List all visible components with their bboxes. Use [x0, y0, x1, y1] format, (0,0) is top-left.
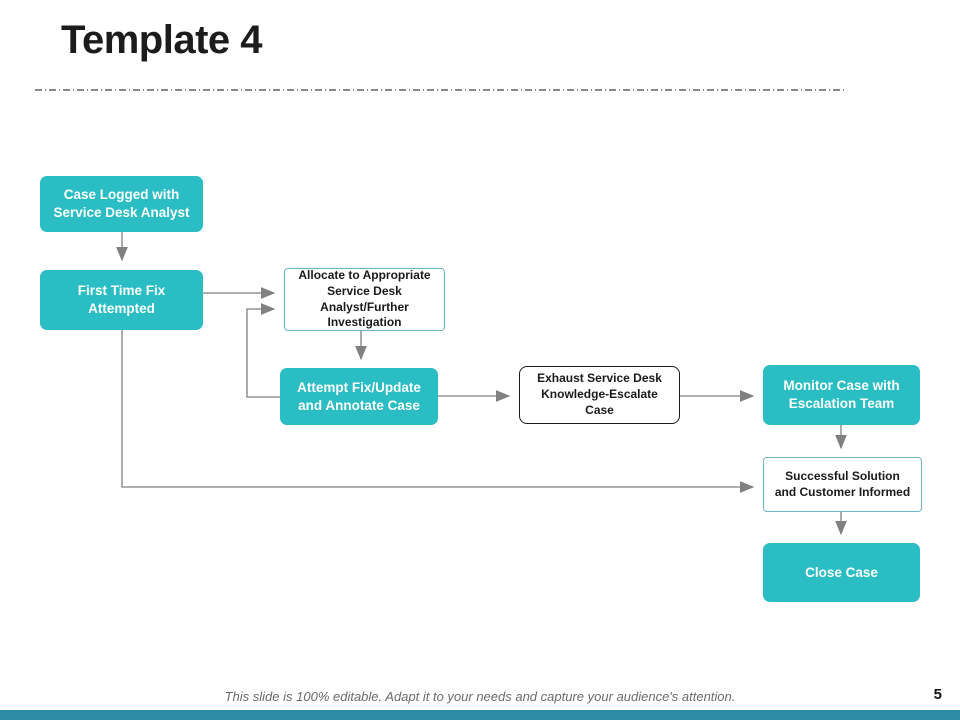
- flowchart-node-attempt-fix: Attempt Fix/Update and Annotate Case: [280, 368, 438, 425]
- node-label: Close Case: [805, 564, 878, 580]
- node-label: Successful Solution and Customer Informe…: [774, 468, 911, 499]
- flowchart-node-exhaust-knowledge: Exhaust Service Desk Knowledge-Escalate …: [519, 366, 680, 424]
- node-label: First Time Fix Attempted: [77, 283, 166, 316]
- flowchart-node-allocate: Allocate to Appropriate Service Desk Ana…: [284, 268, 445, 331]
- bottom-accent-bar: [0, 710, 960, 720]
- node-label: Allocate to Appropriate Service Desk Ana…: [298, 267, 431, 330]
- editable-note: This slide is 100% editable. Adapt it to…: [224, 689, 736, 704]
- node-label: Exhaust Service Desk Knowledge-Escalate …: [537, 371, 662, 417]
- node-label: Monitor Case with Escalation Team: [783, 378, 900, 411]
- flowchart-node-monitor-case: Monitor Case with Escalation Team: [763, 365, 920, 425]
- slide-title: Template 4: [61, 18, 263, 62]
- node-label: Attempt Fix/Update and Annotate Case: [297, 379, 421, 413]
- flowchart-node-first-time-fix: First Time Fix Attempted: [40, 270, 203, 330]
- flowchart-node-case-logged: Case Logged with Service Desk Analyst: [40, 176, 203, 232]
- edge-attempt-fix-to-allocate: [246, 303, 280, 398]
- page-number: 5: [933, 686, 942, 703]
- flowchart-node-successful-solution: Successful Solution and Customer Informe…: [763, 457, 922, 512]
- flowchart-node-close-case: Close Case: [763, 543, 920, 602]
- node-label: Case Logged with Service Desk Analyst: [53, 187, 190, 220]
